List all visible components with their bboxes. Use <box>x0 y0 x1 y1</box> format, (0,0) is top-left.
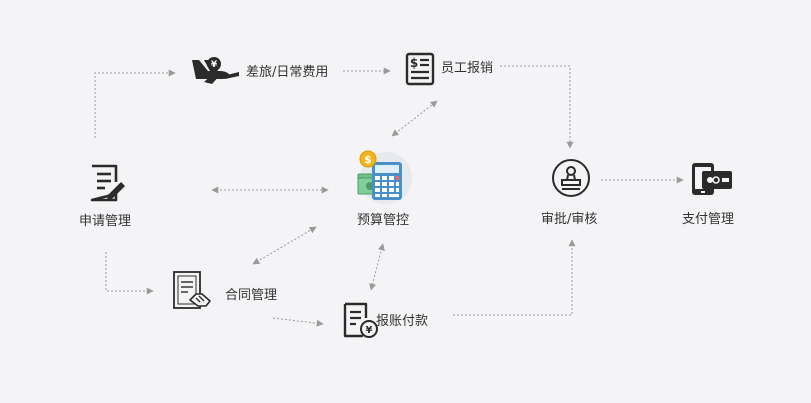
edge-apply-travel <box>94 69 176 138</box>
edge-contract-budget <box>252 226 317 265</box>
edge-contract-payment <box>272 317 324 327</box>
edge-reimburse-budget <box>391 100 438 137</box>
edge-payment-approve <box>453 239 576 316</box>
node-payment-label: 报账付款 <box>376 314 429 329</box>
contract-handshake-icon <box>172 270 214 312</box>
edge-reimburse-approve <box>500 65 574 149</box>
yen-document-icon: ¥ <box>342 302 378 338</box>
calculator-cash-icon: $ <box>354 150 414 206</box>
node-apply-label: 申请管理 <box>79 214 132 229</box>
node-budget-label: 预算管控 <box>357 213 410 228</box>
svg-text:¥: ¥ <box>366 325 373 336</box>
edge-budget-payment <box>369 243 385 291</box>
node-reimburse-label: 员工报销 <box>441 61 494 76</box>
edge-apply-contract <box>105 252 154 295</box>
svg-text:¥: ¥ <box>211 60 218 70</box>
node-contract-label: 合同管理 <box>225 288 278 303</box>
document-pen-icon <box>88 163 128 203</box>
airplane-yen-icon: ¥ <box>190 56 242 86</box>
node-pay-label: 支付管理 <box>682 212 735 227</box>
phone-card-icon <box>690 161 734 197</box>
stamp-icon <box>551 158 591 198</box>
svg-text:$: $ <box>410 56 418 70</box>
dollar-document-icon: $ <box>405 52 435 86</box>
node-approve-label: 审批/审核 <box>541 212 598 227</box>
svg-text:$: $ <box>364 153 372 166</box>
node-travel-label: 差旅/日常费用 <box>246 65 329 80</box>
